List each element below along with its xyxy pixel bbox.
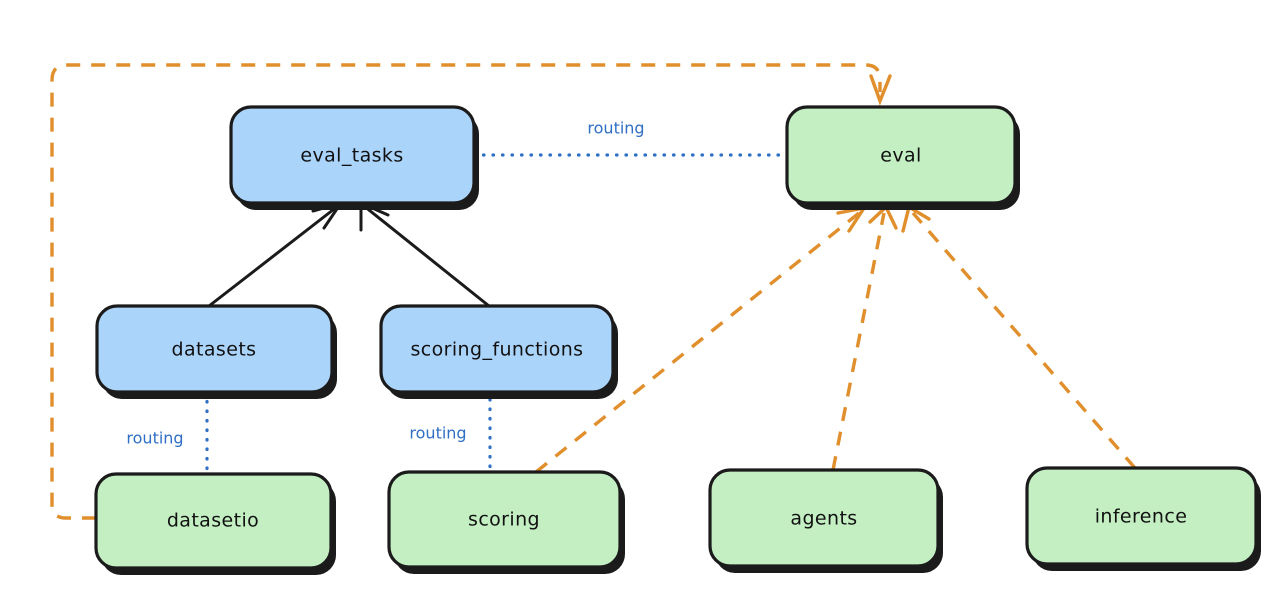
node-scoring-label: scoring xyxy=(468,509,540,531)
node-scoring-box xyxy=(387,470,622,569)
node-eval-tasks[interactable]: eval_tasks xyxy=(229,105,479,210)
node-inference[interactable]: inference xyxy=(1025,466,1261,571)
node-datasetio[interactable]: datasetio xyxy=(94,472,336,575)
edge-label-routing-scoring-functions-scoring: routing xyxy=(409,424,466,443)
edge-inference-to-eval xyxy=(911,211,1137,470)
node-inference-label: inference xyxy=(1095,506,1188,528)
edge-scoring-to-eval xyxy=(534,211,861,474)
edge-agents-to-eval xyxy=(831,212,886,471)
node-eval[interactable]: eval xyxy=(785,105,1020,210)
edge-label-routing-eval-tasks-eval: routing xyxy=(587,119,644,138)
node-scoring-functions-box xyxy=(379,304,615,394)
edge-scoring-functions-to-eval-tasks xyxy=(362,204,491,308)
node-datasetio-label: datasetio xyxy=(167,510,259,532)
node-eval-label: eval xyxy=(880,145,921,167)
edge-label-routing-datasets-datasetio: routing xyxy=(126,429,183,448)
node-eval-tasks-box xyxy=(229,105,476,205)
edge-datasets-to-eval-tasks xyxy=(207,204,340,308)
node-datasets-box xyxy=(95,304,334,394)
node-datasets[interactable]: datasets xyxy=(95,304,337,399)
node-datasetio-box xyxy=(94,472,333,570)
node-agents-box xyxy=(708,468,940,568)
node-scoring-functions[interactable]: scoring_functions xyxy=(379,304,618,399)
node-agents-label: agents xyxy=(790,508,857,530)
node-inference-box xyxy=(1025,466,1258,566)
edge-label-layer: routing routing routing xyxy=(126,119,644,448)
node-eval-box xyxy=(785,105,1017,205)
node-agents[interactable]: agents xyxy=(708,468,943,573)
edge-layer xyxy=(50,63,1137,520)
arrowhead-datasetio-to-eval xyxy=(869,74,892,106)
edge-datasetio-to-eval xyxy=(50,63,882,520)
node-datasets-label: datasets xyxy=(172,339,257,361)
node-eval-tasks-label: eval_tasks xyxy=(300,145,403,167)
node-scoring[interactable]: scoring xyxy=(387,470,625,574)
node-scoring-functions-label: scoring_functions xyxy=(411,339,584,361)
